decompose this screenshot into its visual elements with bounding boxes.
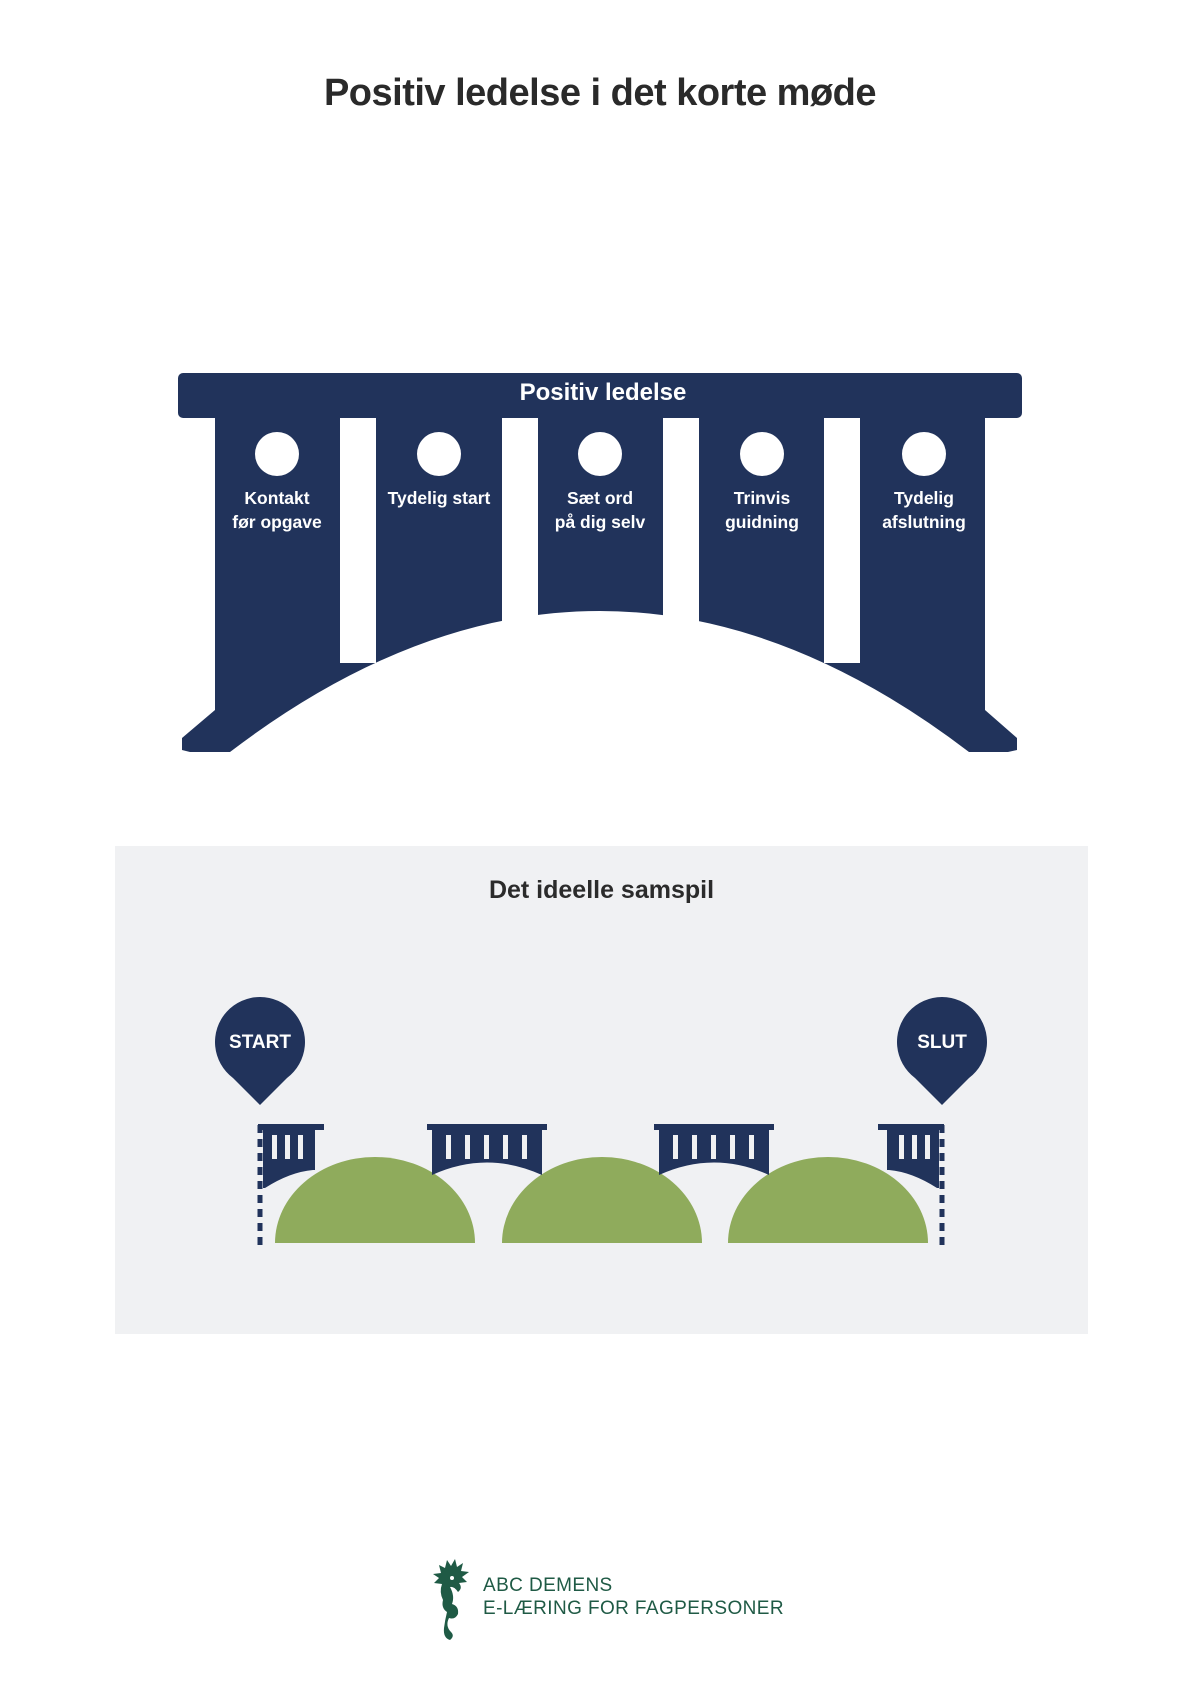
footer-line-1: ABC DEMENS xyxy=(483,1575,613,1596)
pillar-label-trinvis: Trinvis guidning xyxy=(725,488,799,532)
samspil-title: Det ideelle samspil xyxy=(488,876,715,904)
samspil-diagram xyxy=(215,997,987,1246)
pillar-label-tydelig-afslutning: Tydelig afslutning xyxy=(882,488,966,532)
hill-2 xyxy=(502,1157,702,1243)
bridge-segment-2 xyxy=(654,1124,774,1175)
pillar-label-kontakt: Kontakt før opgave xyxy=(232,488,322,532)
bridge-deck xyxy=(178,373,1022,418)
hill-3 xyxy=(728,1157,928,1243)
pillar-gap xyxy=(824,418,860,663)
pillar-gap xyxy=(502,418,538,663)
samspil-panel: Det ideelle samspil xyxy=(115,846,1088,1334)
bridge-segment-start xyxy=(258,1124,324,1188)
start-label: START xyxy=(229,1032,291,1053)
end-pin-icon xyxy=(896,997,987,1105)
pillar-label-tydelig-start: Tydelig start xyxy=(387,488,491,508)
pillar-circle xyxy=(902,432,946,476)
footer-brand: ABC DEMENS E-LÆRING FOR FAGPERSONER xyxy=(483,1574,784,1620)
seahorse-logo-icon xyxy=(433,1559,469,1640)
pillar-circle xyxy=(417,432,461,476)
pillar-gap xyxy=(340,418,376,663)
pillar-label-saet-ord: Sæt ord på dig selv xyxy=(554,488,646,532)
pillar-circle xyxy=(740,432,784,476)
pillar-gap xyxy=(663,418,699,663)
pillar-circle xyxy=(255,432,299,476)
bridge-segment-end xyxy=(878,1124,944,1188)
bridge-body xyxy=(182,418,1017,752)
start-pin-icon xyxy=(215,997,305,1105)
bridge-diagram xyxy=(178,373,1022,752)
bridge-segment-1 xyxy=(427,1124,547,1175)
pillar-circle xyxy=(578,432,622,476)
end-label: SLUT xyxy=(917,1032,967,1053)
footer-line-2: E-LÆRING FOR FAGPERSONER xyxy=(483,1598,784,1619)
hill-1 xyxy=(275,1157,475,1243)
bridge-deck-label: Positiv ledelse xyxy=(519,379,687,406)
page-title: Positiv ledelse i det korte møde xyxy=(323,72,877,114)
